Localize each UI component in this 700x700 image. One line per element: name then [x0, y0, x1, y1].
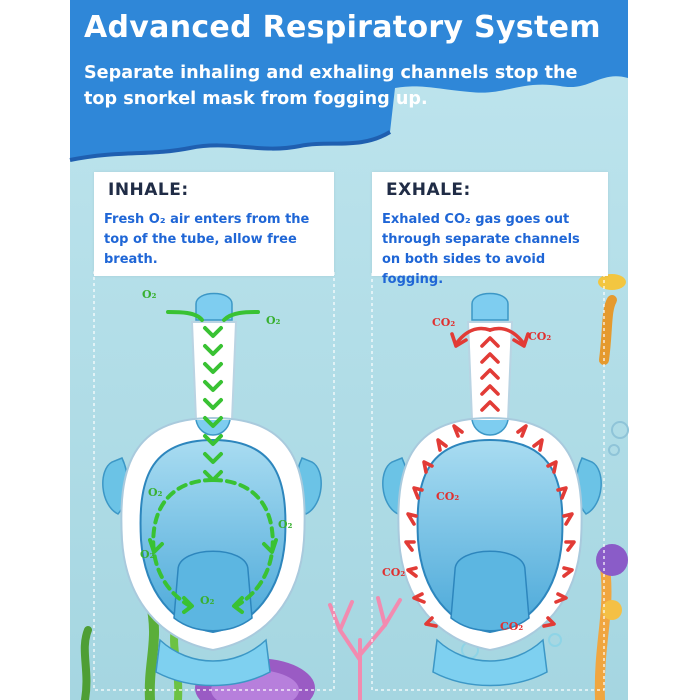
o2-label-right: O₂: [278, 518, 293, 531]
exhale-mask-illustration: [382, 292, 602, 687]
exhale-airflow-arrows: [404, 326, 576, 628]
co2-label-lower-left: CO₂: [382, 566, 405, 579]
o2-label-bottom: O₂: [200, 594, 215, 607]
banner-title: Advanced Respiratory System: [84, 10, 601, 45]
o2-label-top-right: O₂: [266, 314, 281, 327]
o2-label-left: O₂: [148, 486, 163, 499]
o2-label-lower-left: O₂: [140, 548, 155, 561]
co2-label-left: CO₂: [436, 490, 459, 503]
inhale-description: Fresh O₂ air enters from the top of the …: [104, 212, 310, 267]
exhale-description: Exhaled CO₂ gas goes out through separat…: [382, 212, 580, 287]
co2-label-top-right: CO₂: [528, 330, 551, 343]
exhale-heading: EXHALE:: [386, 180, 471, 200]
co2-label-bottom: CO₂: [500, 620, 523, 633]
banner-shape: [70, 0, 628, 160]
coral-orange-right: [594, 274, 629, 700]
inhale-airflow-arrows: [148, 310, 278, 614]
banner-subtitle: Separate inhaling and exhaling channels …: [84, 63, 578, 109]
exhale-card: EXHALE: Exhaled CO₂ gas goes out through…: [372, 172, 608, 287]
inhale-heading: INHALE:: [108, 180, 189, 200]
inhale-card: INHALE: Fresh O₂ air enters from the top…: [94, 172, 334, 276]
o2-label-top-left: O₂: [142, 288, 157, 301]
co2-label-top-left: CO₂: [432, 316, 455, 329]
